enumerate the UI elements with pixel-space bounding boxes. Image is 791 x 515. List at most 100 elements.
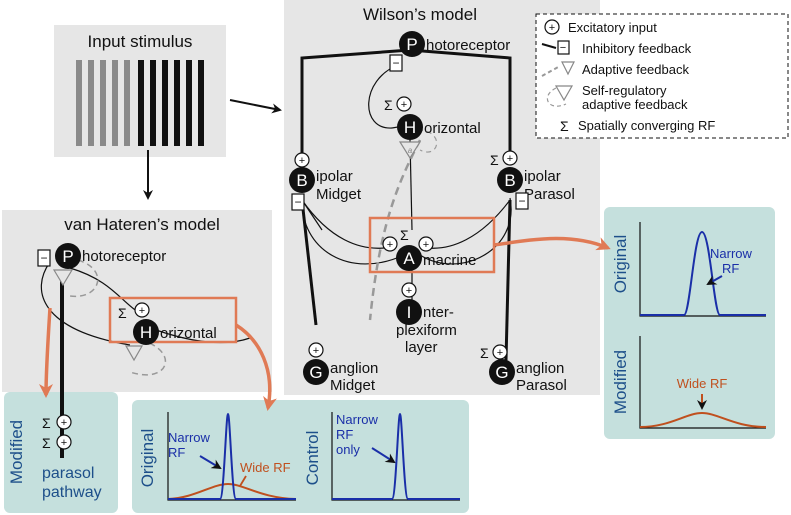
legend-selfreg-icon: [554, 85, 574, 102]
legend-inhibitory-line: [541, 43, 557, 49]
right-graphs-panel: [604, 207, 775, 439]
excitatory-icon: [492, 344, 508, 360]
sigma-icon: Σ: [384, 97, 393, 113]
sigma-icon: Σ: [118, 305, 127, 321]
inhibitory-icon: [291, 193, 305, 211]
vh-photoreceptor-node-icon: [55, 243, 81, 269]
legend-adaptive-icon: [561, 61, 575, 76]
plus-label: +: [497, 347, 503, 359]
horizontal-node-icon: [397, 114, 423, 140]
vanhateren-model-panel: [2, 210, 272, 392]
excitatory-icon: [502, 150, 518, 166]
plus-label: +: [139, 305, 145, 317]
pathway-label: pathway: [42, 484, 102, 501]
bipolar-midget-letter: B: [296, 171, 307, 190]
photoreceptor-label: hotoreceptor: [426, 37, 510, 54]
minus-label: −: [294, 195, 301, 209]
arrow-to-bottom-graphs: [235, 323, 277, 411]
excitatory-icon: [418, 236, 434, 252]
legend-excitatory-icon: [544, 19, 560, 35]
legend-selfreg-loop: [546, 87, 567, 107]
legend-adaptive-label: Adaptive feedback: [582, 62, 689, 77]
right-original-narrow-label-2: RF: [722, 261, 739, 276]
ganglion-midget-label: anglion: [330, 360, 378, 377]
excitatory-icon: [396, 96, 412, 112]
excitatory-icon: [401, 282, 417, 298]
amacrine-label: macrine: [423, 252, 476, 269]
vanhateren-title: van Hateren’s model: [64, 215, 220, 234]
right-original-narrow-label-1: Narrow: [710, 246, 753, 261]
legend-excitatory-label: Excitatory input: [568, 20, 657, 35]
bottom-original-narrow-label-2: RF: [168, 445, 185, 460]
minus-label: −: [518, 194, 525, 208]
inhibitory-icon: [389, 54, 403, 72]
bipolar-midget-node-icon: [289, 167, 315, 193]
plus-label: +: [406, 285, 412, 297]
right-original-side-label: Original: [611, 235, 630, 294]
bottom-original-narrow-label-1: Narrow: [168, 430, 211, 445]
amacrine-node-icon: [396, 245, 422, 271]
ganglion-midget-letter: G: [309, 363, 322, 382]
excitatory-icon: [308, 342, 324, 358]
sigma-icon: Σ: [42, 435, 51, 451]
bipolar-midget-label: ipolar: [316, 168, 353, 185]
bottom-control-narrow-label-1: Narrow: [336, 412, 379, 427]
wilson-title: Wilson’s model: [363, 5, 477, 24]
photoreceptor-letter: P: [406, 35, 417, 54]
interplexiform-label-1: nter-: [423, 304, 454, 321]
excitatory-icon: [56, 434, 72, 450]
inhibitory-icon: [515, 192, 529, 210]
legend-sigma-icon: Σ: [560, 118, 569, 134]
legend-spatial-label: Spatially converging RF: [578, 118, 715, 133]
arrow-to-modified-parasol: [39, 307, 54, 398]
bottom-original-narrow-rf-curve: [168, 412, 296, 500]
wilson-connections: [300, 48, 512, 361]
bottom-original-side-label: Original: [138, 429, 157, 488]
vanhateren-adaptive-icon-2: [124, 345, 144, 362]
ganglion-parasol-node-icon: [489, 359, 515, 385]
right-modified-wide-rf-curve: [639, 411, 767, 428]
excitatory-icon: [56, 414, 72, 430]
right-original-narrow-rf-curve: [640, 230, 766, 316]
bottom-control-narrow-label-2: RF: [336, 427, 353, 442]
modified-side-label: Modified: [7, 420, 26, 484]
interplexiform-label-2: plexiform: [396, 322, 457, 339]
amacrine-letter: A: [403, 249, 415, 268]
minus-label: −: [392, 56, 399, 70]
minus-label: −: [560, 42, 566, 54]
horizontal-highlight-box: [108, 296, 238, 344]
vh-inhibitory-icon: [37, 249, 51, 267]
bottom-graphs-panel: [132, 400, 469, 513]
plus-label: +: [507, 153, 513, 165]
parasol-label: parasol: [42, 465, 94, 482]
interplexiform-label-3: layer: [405, 339, 438, 356]
ganglion-parasol-sub: Parasol: [516, 377, 567, 394]
interplexiform-node-icon: [396, 299, 422, 325]
legend-inhibitory-icon: [557, 40, 570, 55]
horizontal-label: orizontal: [424, 120, 481, 137]
sigma-icon: Σ: [42, 415, 51, 431]
bottom-original-wide-arrow: [239, 475, 247, 487]
bottom-original-wide-label: Wide RF: [240, 460, 291, 475]
plus-label: +: [299, 155, 305, 167]
legend-adaptive-line: [541, 65, 561, 77]
sigma-icon: Σ: [480, 345, 489, 361]
bottom-original-narrow-arrow: [199, 455, 222, 470]
bipolar-parasol-label: ipolar: [524, 168, 561, 185]
right-original-narrow-arrow: [706, 275, 723, 285]
arrow-to-right-graphs: [493, 236, 611, 251]
plus-label: +: [423, 239, 429, 251]
right-modified-side-label: Modified: [611, 350, 630, 414]
arrow-to-wilson: [229, 99, 282, 114]
plus-label: +: [549, 22, 555, 34]
bipolar-midget-sub: Midget: [316, 186, 362, 203]
vh-photoreceptor-label: hotoreceptor: [82, 248, 166, 265]
bottom-original-wide-rf-curve: [167, 482, 297, 500]
bottom-control-narrow-rf-curve: [332, 412, 460, 500]
vanhateren-adaptive-icon: [52, 269, 74, 287]
excitatory-icon: [382, 236, 398, 252]
sigma-icon: Σ: [490, 152, 499, 168]
plus-label: +: [387, 239, 393, 251]
bottom-control-narrow-arrow: [371, 447, 396, 464]
